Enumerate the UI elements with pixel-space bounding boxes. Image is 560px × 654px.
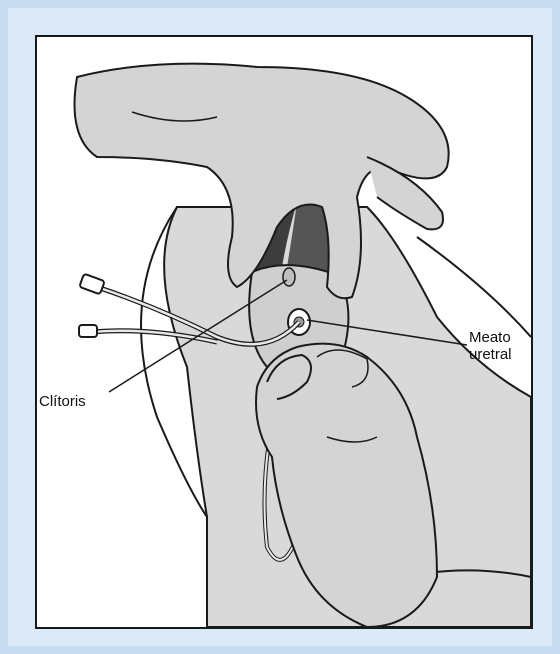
catheterization-illustration [37,37,531,627]
meatus-label-line1: Meato [469,329,512,346]
meatus-label: Meato uretral [469,329,512,363]
clitoris-label: Clítoris [39,393,86,410]
clitoris-mark [283,268,295,286]
illustration-panel: Clítoris Meato uretral [35,35,533,629]
catheter-port-1 [79,274,104,295]
figure-frame: Clítoris Meato uretral [8,8,552,646]
meatus-label-line2: uretral [469,346,512,363]
catheter-port-2 [79,325,97,337]
